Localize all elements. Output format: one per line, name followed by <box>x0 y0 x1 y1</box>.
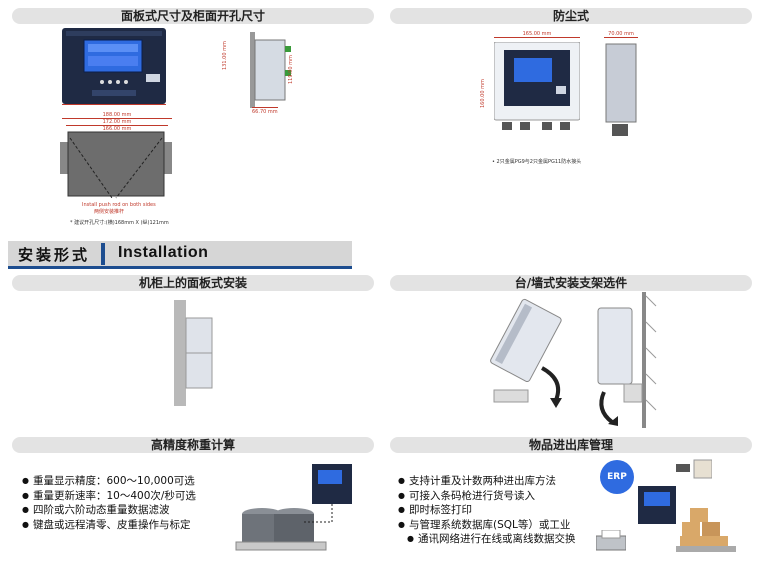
cut-label-2: 172.00 mm <box>66 119 168 126</box>
precision-feature: 重量更新速率：10～400次/秒可选 <box>22 489 196 504</box>
cut-label-1: 188.00 mm <box>62 112 172 119</box>
inventory-feature: 支持计重及计数两种进出库方法 <box>398 474 575 489</box>
desk-bracket-illustration <box>484 296 574 412</box>
side-height-1: 131.00 mm <box>222 41 228 70</box>
panel-front-view <box>62 28 166 106</box>
section-title-bracket: 台/墙式安装支架选件 <box>390 275 752 291</box>
erp-badge: ERP <box>600 460 634 494</box>
erp-label: ERP <box>607 472 627 482</box>
dustproof-front-view <box>493 41 581 132</box>
section-title-panel-dims: 面板式尺寸及柜面开孔尺寸 <box>12 8 374 24</box>
inventory-feature-list: 支持计重及计数两种进出库方法 可接入条码枪进行货号读入 即时标签打印 与管理系统… <box>398 474 576 547</box>
dust-depth-dim: 70.00 mm <box>604 31 638 38</box>
panel-side-view <box>240 30 300 112</box>
precision-feature: 重量显示精度：600～10,000可选 <box>22 474 196 489</box>
inventory-feature: 可接入条码枪进行货号读入 <box>398 489 575 504</box>
dust-width-dim: 165.00 mm <box>494 31 580 38</box>
section-title-inventory: 物品进出库管理 <box>390 437 752 453</box>
panel-width-dim <box>62 104 166 105</box>
dust-note: • 2只金属PG9与2只金属PG11防水接头 <box>492 159 582 165</box>
push-rod-en: Install push rod on both sides <box>82 202 156 208</box>
install-band-en: Installation <box>118 244 209 261</box>
precision-feature: 四阶或六阶动态重量数据滤波 <box>22 503 196 518</box>
barcode-scanner-icon <box>676 458 713 480</box>
inventory-feature-continued: 通讯网络进行在线或离线数据交换 <box>398 532 576 547</box>
printer-icon <box>595 529 627 554</box>
section-title-dustproof: 防尘式 <box>390 8 752 24</box>
push-rod-cn: 两侧安装推杆 <box>94 209 125 215</box>
inventory-feature: 与管理系统数据库(SQL等）或工业 <box>398 518 575 533</box>
side-depth: 66.70 mm <box>252 107 278 115</box>
section-title-cabinet-mount: 机柜上的面板式安装 <box>12 275 374 291</box>
inventory-feature: 即时标签打印 <box>398 503 575 518</box>
install-band-separator <box>101 243 105 265</box>
install-band <box>8 241 352 266</box>
panel-cutout-view <box>60 130 172 202</box>
wall-bracket-illustration <box>590 292 660 428</box>
section-title-precision: 高精度称重计算 <box>12 437 374 453</box>
precision-feature-list: 重量显示精度：600～10,000可选 重量更新速率：10～400次/秒可选 四… <box>22 474 196 532</box>
side-height-2: 119.00 mm <box>288 55 294 84</box>
cabinet-mount-illustration <box>170 300 220 406</box>
terminal-illustration <box>638 486 678 526</box>
dust-height-dim: 160.00 mm <box>480 79 486 108</box>
install-band-underline <box>8 266 352 269</box>
install-band-cn: 安装形式 <box>18 246 91 264</box>
dustproof-side-view <box>604 42 644 142</box>
boxes-on-scale-illustration <box>676 508 746 558</box>
cutout-note: * 建议开孔尺寸:(横)168mm X (纵)121mm <box>70 220 169 226</box>
precision-feature: 键盘或远程清零、皮重操作与标定 <box>22 518 196 533</box>
scale-with-drums-illustration <box>232 462 372 562</box>
